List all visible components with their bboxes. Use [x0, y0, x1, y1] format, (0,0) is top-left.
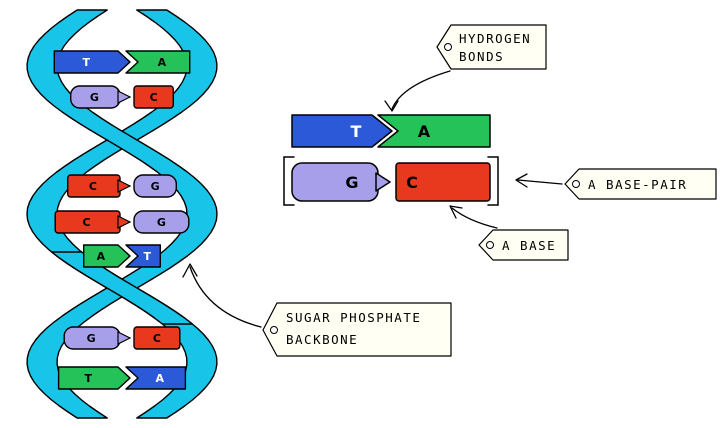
inset-letter-G: G	[345, 173, 358, 192]
backbone-strand-left	[26, 9, 218, 419]
arrowhead-left-icon	[515, 173, 528, 188]
base-letter: G	[151, 180, 160, 193]
base-letter: G	[87, 332, 96, 345]
left-bracket	[283, 156, 295, 206]
inset-base-A-notched	[377, 114, 491, 148]
base-letter: T	[85, 372, 93, 385]
right-bracket	[487, 156, 499, 206]
label-base: A BASE	[478, 229, 569, 261]
base-letter: G	[90, 91, 99, 104]
label-line: BONDS	[459, 49, 504, 64]
base-letter: T	[82, 56, 90, 69]
inset-letter-T: T	[351, 122, 362, 141]
arrow-backbone	[189, 266, 262, 328]
base-T	[53, 50, 131, 74]
base-letter: C	[83, 216, 91, 229]
arrowhead-up-icon	[182, 263, 198, 278]
tag-shape	[262, 302, 452, 357]
base-T	[125, 244, 162, 268]
label-line: SUGAR PHOSPHATE	[286, 310, 421, 325]
label-sugar-phosphate-backbone: SUGAR PHOSPHATE BACKBONE	[262, 302, 452, 357]
base-C	[133, 85, 174, 109]
inset-base-T-arrow	[291, 114, 393, 148]
inset-base-G-tab	[375, 172, 391, 192]
base-connector-tab	[117, 331, 132, 345]
base-A	[125, 50, 191, 74]
base-letter: C	[150, 91, 158, 104]
base-G	[133, 174, 177, 198]
base-T	[57, 366, 131, 390]
label-line: A BASE-PAIR	[588, 177, 687, 192]
base-G	[133, 210, 190, 234]
base-letter: A	[155, 372, 164, 385]
inset-base-pair-diagram: T A G C	[283, 114, 499, 206]
arrow-base	[451, 207, 498, 229]
tag-hole-icon	[444, 43, 452, 51]
base-C	[133, 326, 181, 350]
base-connector-tab	[117, 179, 132, 193]
tag-shape	[564, 168, 717, 200]
base-letter: G	[157, 216, 166, 229]
arrow-base-pair	[517, 179, 563, 185]
arrowhead-upleft-icon	[449, 205, 463, 219]
base-A	[82, 244, 131, 268]
tag-hole-icon	[486, 241, 494, 249]
backbone-strand-front-segment	[50, 251, 194, 325]
base-A	[125, 366, 187, 390]
base-letter: C	[153, 332, 161, 345]
tag-shape	[436, 24, 547, 70]
base-connector-tab	[117, 90, 132, 104]
base-connector-tab	[117, 215, 132, 229]
inset-base-C	[395, 162, 491, 202]
tag-hole-icon	[572, 180, 580, 188]
arrow-hydrogen-bonds	[391, 70, 451, 110]
inset-base-G	[291, 162, 379, 202]
tag-hole-icon	[270, 326, 278, 334]
label-line: HYDROGEN	[459, 31, 531, 46]
label-hydrogen-bonds: HYDROGEN BONDS	[436, 24, 547, 70]
base-letter: T	[143, 250, 151, 263]
base-letter: A	[158, 56, 167, 69]
label-base-pair: A BASE-PAIR	[564, 168, 717, 200]
base-letter: A	[97, 250, 106, 263]
base-letter: C	[89, 180, 97, 193]
inset-letter-C: C	[406, 173, 418, 192]
label-line: BACKBONE	[286, 332, 358, 347]
annotation-arrows	[182, 70, 563, 328]
inset-letter-A: A	[418, 122, 431, 141]
arrowhead-down-icon	[384, 100, 399, 112]
tag-shape	[478, 229, 569, 261]
label-line: A BASE	[502, 238, 556, 253]
